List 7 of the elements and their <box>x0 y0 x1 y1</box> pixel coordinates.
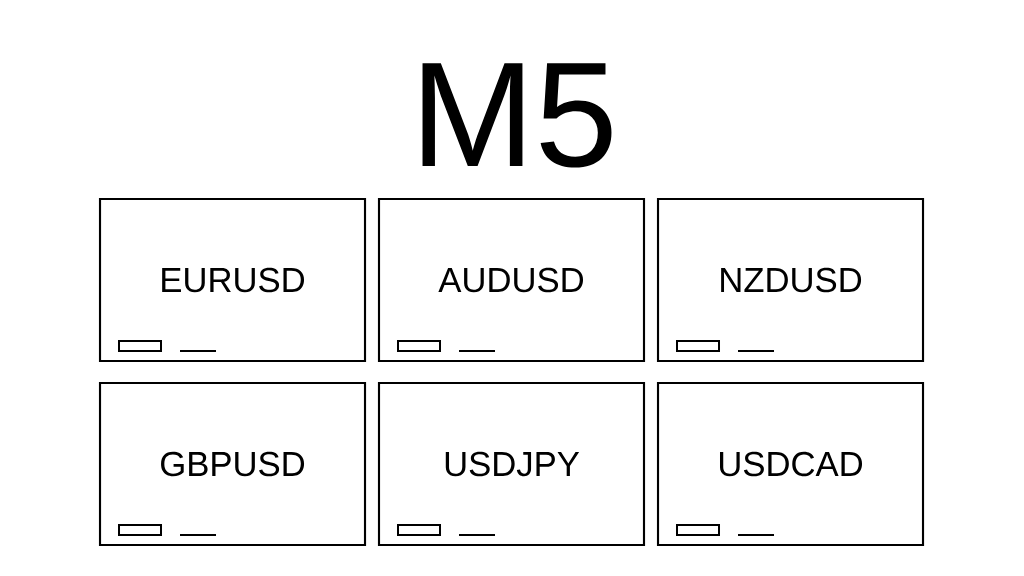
title: M5 <box>422 63 612 168</box>
pair-box: USDJPY <box>377 381 646 547</box>
pair-box: AUDUSD <box>377 197 646 363</box>
pair-box: NZDUSD <box>656 197 925 363</box>
pair-box: EURUSD <box>98 197 367 363</box>
pair-box: GBPUSD <box>98 381 367 547</box>
pair-box: USDCAD <box>656 381 925 547</box>
